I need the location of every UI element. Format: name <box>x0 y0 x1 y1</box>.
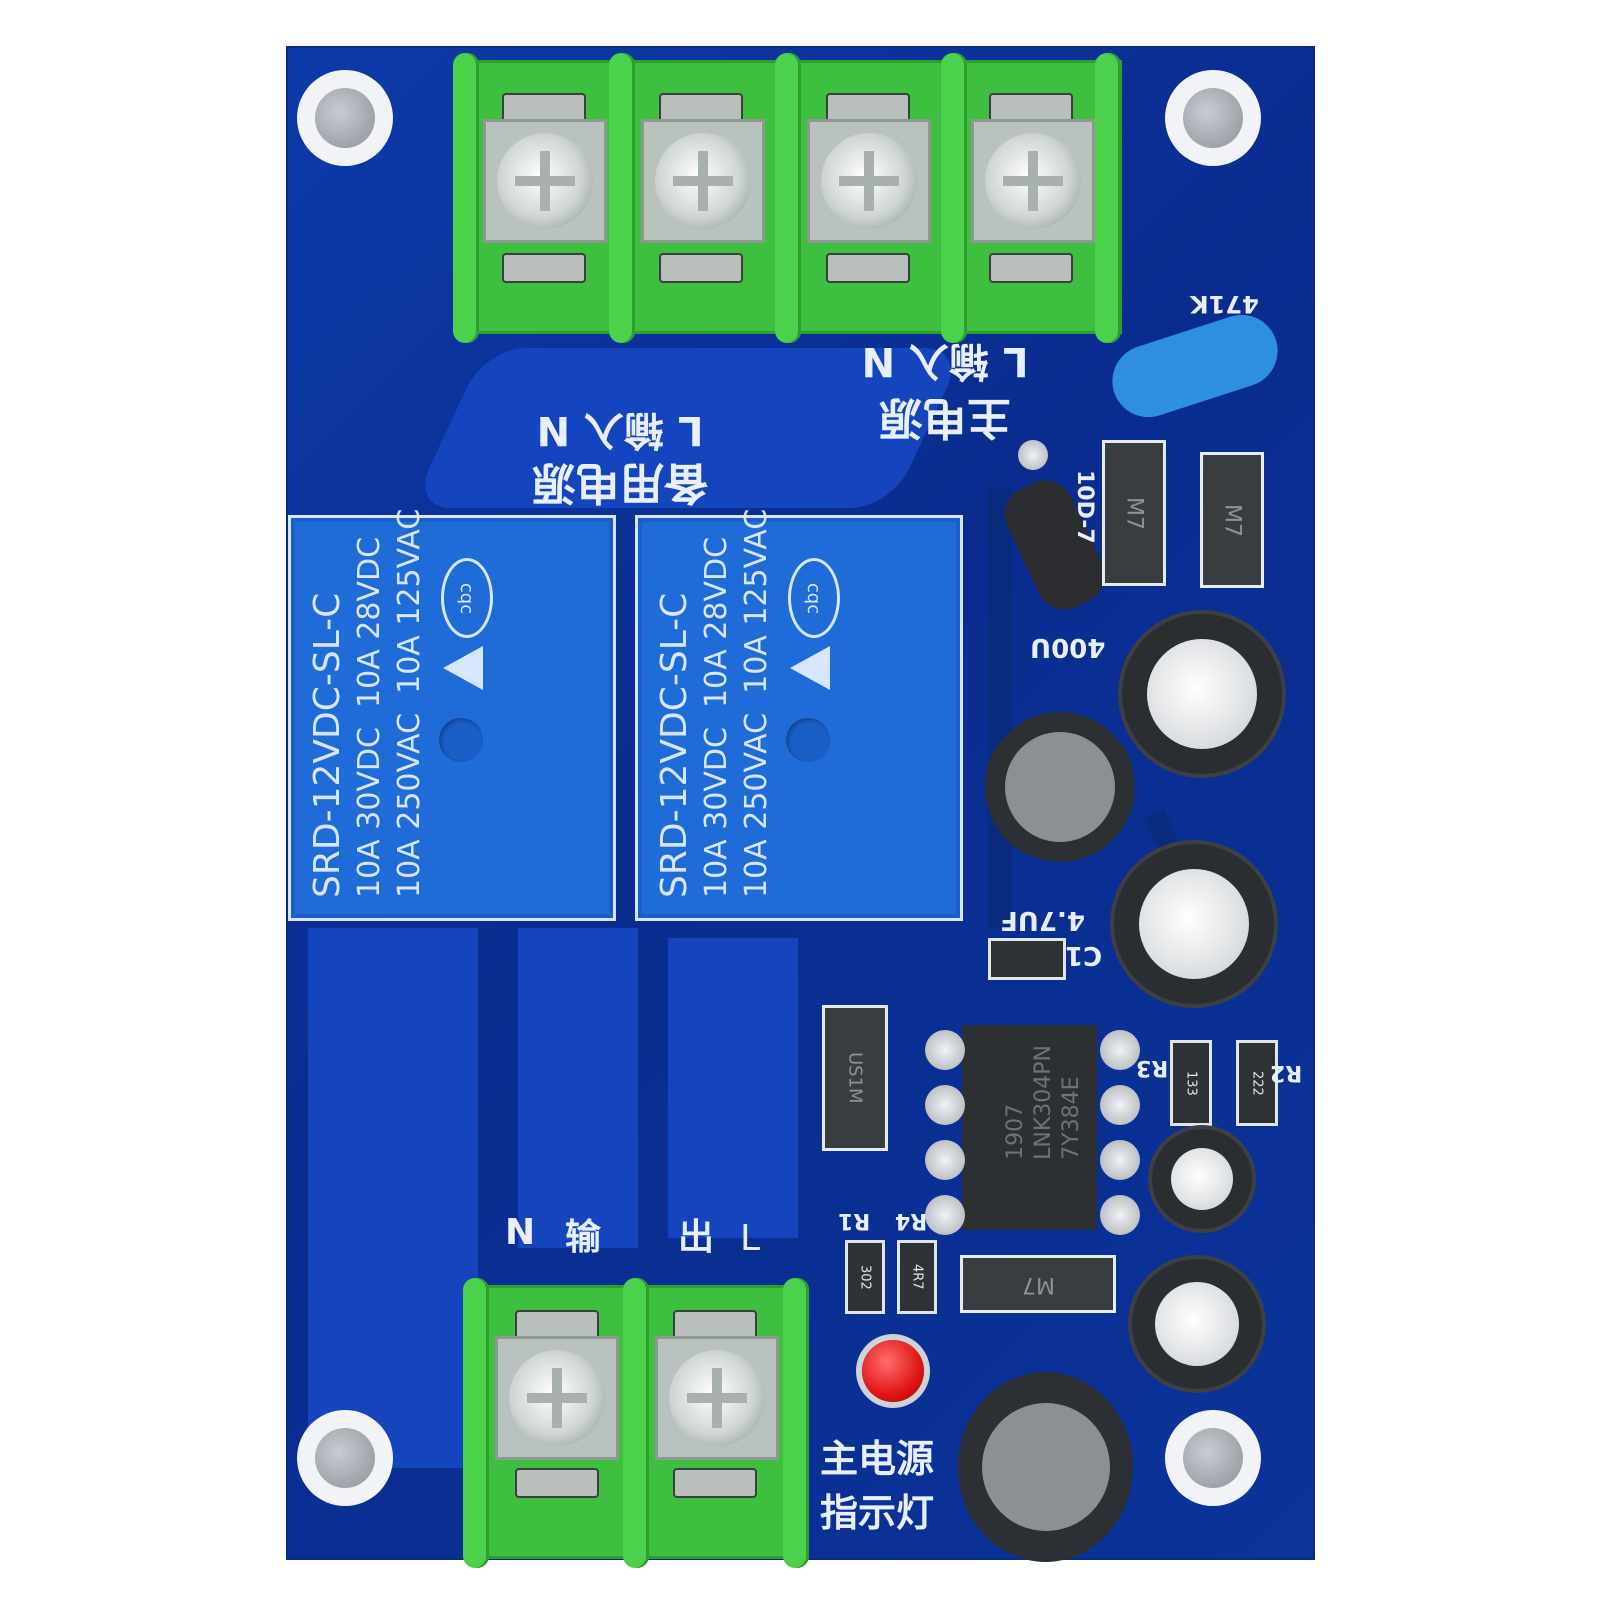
ic-pin <box>925 1140 965 1180</box>
relay-rating-line1: 10A 250VAC 10A 125VAC <box>739 508 774 898</box>
warning-triangle-icon <box>443 646 483 690</box>
capacitor-c1 <box>988 938 1066 980</box>
relay-1: SRD-12VDC-SL-C 10A 30VDC 10A 28VDC 10A 2… <box>288 508 616 921</box>
terminal-screw-main-l[interactable] <box>971 119 1095 243</box>
electrolytic-capacitor <box>1128 1255 1266 1393</box>
ic-pin <box>925 1085 965 1125</box>
trace <box>988 488 1012 928</box>
ic-pin <box>925 1030 965 1070</box>
ic-pin <box>925 1195 965 1235</box>
electrolytic-capacitor <box>1110 840 1278 1008</box>
electrolytic-capacitor-small <box>1148 1125 1256 1233</box>
ic-pin <box>1100 1140 1140 1180</box>
c1-label: C1 <box>1065 940 1103 970</box>
inductor <box>985 712 1135 862</box>
backup-power-title: 备用电源 <box>532 457 708 508</box>
terminal-screw-output-l[interactable] <box>655 1336 779 1460</box>
ycap-value: 471K <box>1190 290 1259 318</box>
diode-m7: M7 <box>1102 440 1166 586</box>
mounting-hole <box>297 70 393 166</box>
terminal-divider <box>783 1278 809 1568</box>
indicator-label-line2: 指示灯 <box>820 1491 935 1535</box>
r2-label: R2 <box>1270 1060 1303 1085</box>
terminal-screw-backup-l[interactable] <box>641 119 765 243</box>
cqc-mark-icon: cqc <box>441 558 493 638</box>
indicator-label-line1: 主电源 <box>820 1437 935 1481</box>
screw-icon <box>509 1350 605 1446</box>
screw-icon <box>821 133 917 229</box>
output-n-label: N <box>505 1212 536 1253</box>
terminal-divider <box>609 53 635 343</box>
diode-m7-bottom: M7 <box>960 1255 1116 1313</box>
terminal-screw-output-n[interactable] <box>495 1336 619 1460</box>
solder-pad <box>1018 440 1048 470</box>
ic-pin <box>1100 1195 1140 1235</box>
relay-indent <box>439 718 483 762</box>
main-power-title: 主电源 <box>879 392 1011 443</box>
screw-icon <box>669 1350 765 1446</box>
r1-label: R1 <box>838 1208 871 1233</box>
terminal-clip <box>659 253 743 283</box>
relay-rating-line2: 10A 30VDC 10A 28VDC <box>352 536 387 898</box>
copper-pour <box>668 938 798 1238</box>
terminal-divider <box>941 53 967 343</box>
r4-label: R4 <box>895 1208 928 1233</box>
inductor-bottom <box>958 1372 1133 1562</box>
cap-400u-label: 400U <box>1030 632 1106 662</box>
terminal-divider <box>453 53 479 343</box>
mounting-hole <box>1165 1410 1261 1506</box>
ic-lnk304pn: 1907 LNK304PN 7Y384E <box>962 1025 1097 1230</box>
terminal-divider <box>1095 53 1121 343</box>
screw-icon <box>497 133 593 229</box>
electrolytic-capacitor <box>1118 610 1286 778</box>
terminal-screw-backup-n[interactable] <box>483 119 607 243</box>
terminal-clip <box>826 253 910 283</box>
relay-rating-line2: 10A 30VDC 10A 28VDC <box>699 536 734 898</box>
terminal-screw-main-n[interactable] <box>807 119 931 243</box>
diode-us1m: US1M <box>822 1005 888 1151</box>
output-terminal-block <box>463 1278 809 1568</box>
resistor-r4: 4R7 <box>897 1240 937 1314</box>
cap-47uf-label: 4.7UF <box>1000 905 1085 935</box>
main-power-input-label: L 输入 N <box>861 338 1029 384</box>
relay-2: SRD-12VDC-SL-C 10A 30VDC 10A 28VDC 10A 2… <box>635 508 963 921</box>
terminal-clip <box>502 253 586 283</box>
resistor-r2: 222 <box>1236 1040 1278 1126</box>
screw-icon <box>655 133 751 229</box>
relay-rating-line1: 10A 250VAC 10A 125VAC <box>392 508 427 898</box>
terminal-clip <box>673 1468 757 1498</box>
copper-pour <box>308 928 478 1468</box>
cqc-mark-icon: cqc <box>788 558 840 638</box>
terminal-divider <box>623 1278 649 1568</box>
main-power-indicator-led <box>862 1340 924 1402</box>
relay-indent <box>786 718 830 762</box>
terminal-divider <box>463 1278 489 1568</box>
r3-label: R3 <box>1136 1055 1169 1080</box>
terminal-divider <box>775 53 801 343</box>
ic-pin <box>1100 1085 1140 1125</box>
warning-triangle-icon <box>790 646 830 690</box>
relay-model: SRD-12VDC-SL-C <box>654 592 695 898</box>
relay-model: SRD-12VDC-SL-C <box>307 592 348 898</box>
mounting-hole <box>1165 70 1261 166</box>
copper-pour <box>518 928 638 1248</box>
diode-m7: M7 <box>1200 452 1264 588</box>
ntc-value: 10D-7 <box>1072 470 1097 544</box>
ic-pin <box>1100 1030 1140 1070</box>
mounting-hole <box>297 1410 393 1506</box>
input-terminal-block <box>453 53 1122 343</box>
output-label-char2: 出 <box>678 1217 715 1258</box>
screw-icon <box>985 133 1081 229</box>
output-l-label: L <box>740 1218 761 1259</box>
terminal-clip <box>515 1468 599 1498</box>
resistor-r3: 133 <box>1170 1040 1212 1126</box>
resistor-r1: 302 <box>845 1240 885 1314</box>
terminal-clip <box>989 253 1073 283</box>
output-label-char1: 输 <box>565 1217 602 1258</box>
